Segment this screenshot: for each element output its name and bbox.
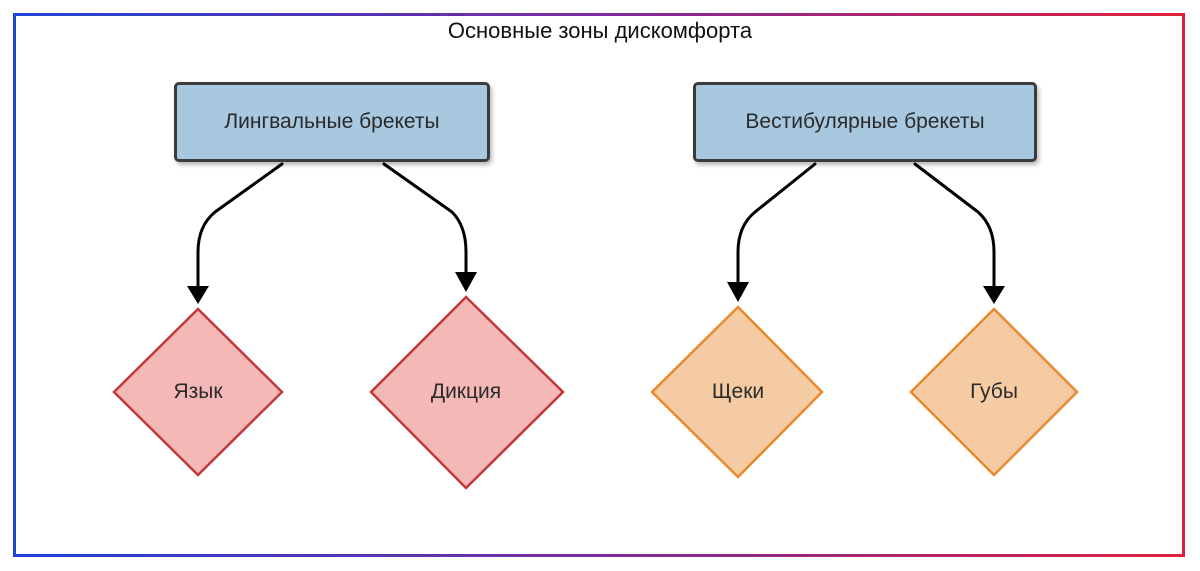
arrowhead-diction	[455, 272, 477, 292]
node-vestibular-braces: Вестибулярные брекеты	[693, 82, 1037, 162]
node-cheeks-label: Щеки	[711, 380, 765, 403]
arrowhead-tongue	[187, 286, 209, 304]
edge-vestibular-cheeks	[736, 162, 817, 286]
edge-lingual-tongue	[196, 162, 284, 288]
node-tongue-label: Язык	[173, 380, 223, 403]
diamonds-group	[112, 295, 1079, 490]
diamond-lips	[909, 307, 1079, 477]
arrowheads-group	[187, 272, 1005, 304]
diamond-diction	[369, 295, 565, 490]
edges-group	[196, 162, 996, 288]
node-diction-label: Дикция	[430, 380, 502, 403]
node-lips-label: Губы	[970, 380, 1018, 403]
arrowhead-cheeks	[727, 282, 749, 302]
node-lingual-braces: Лингвальные брекеты	[174, 82, 490, 162]
edge-vestibular-lips	[913, 162, 996, 288]
diamond-cheeks	[650, 305, 824, 479]
diamond-tongue	[112, 307, 284, 477]
arrowhead-lips	[983, 286, 1005, 304]
diagram-title: Основные зоны дискомфорта	[447, 18, 753, 43]
edge-lingual-diction	[382, 162, 468, 276]
